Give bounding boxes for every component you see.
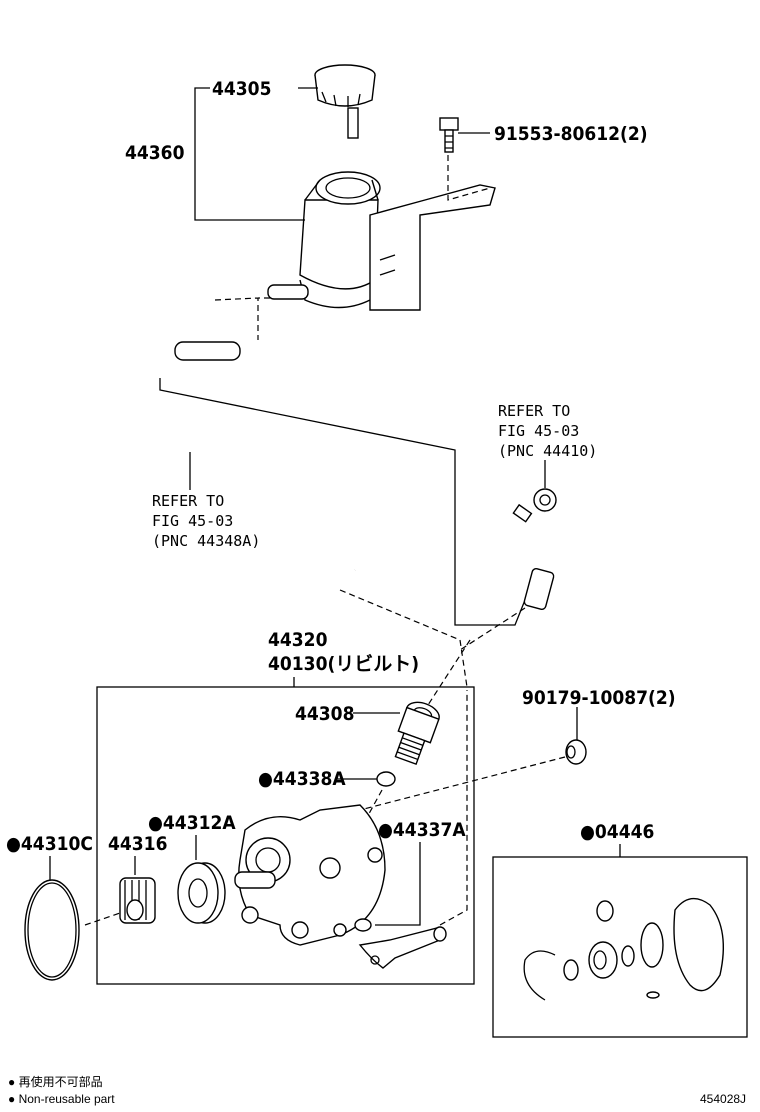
refer-hose-line3: (PNC 44348A) — [152, 532, 260, 550]
part-label-44305[interactable]: 44305 — [212, 78, 271, 100]
refer-pressure-line1: REFER TO — [498, 402, 570, 420]
reservoir-cap-part[interactable] — [314, 64, 376, 139]
legend-jp: ● 再使用不可部品 — [8, 1074, 103, 1089]
pump-body-part[interactable] — [234, 804, 386, 946]
oring-large-part[interactable] — [24, 879, 80, 981]
refer-hose-line2[interactable]: FIG 45-03 — [152, 512, 233, 530]
bearing-part[interactable] — [177, 862, 226, 924]
part-label-91553[interactable]: 91553-80612(2) — [494, 123, 648, 145]
gasket-kit-box — [492, 856, 748, 1038]
bolt-part[interactable] — [439, 117, 459, 153]
hose-outline — [159, 378, 526, 626]
leader-line — [375, 842, 421, 926]
return-hose-part[interactable] — [128, 292, 379, 573]
leader-bracket — [194, 87, 305, 221]
pressure-pipe-part[interactable] — [512, 488, 558, 611]
refer-pressure-line3: (PNC 44410) — [498, 442, 597, 460]
part-label-04446[interactable]: ●04446 — [580, 821, 654, 843]
part-label-44337A[interactable]: ●44337A — [378, 819, 466, 841]
part-label-44360[interactable]: 44360 — [125, 142, 185, 164]
legend-en: ● Non-reusable part — [8, 1092, 115, 1106]
oring-small-part[interactable] — [376, 771, 396, 787]
part-label-44312A[interactable]: ●44312A — [148, 812, 236, 834]
bolt-pump-part[interactable] — [565, 739, 587, 765]
part-label-44308[interactable]: 44308 — [295, 703, 354, 725]
refer-pressure-line2[interactable]: FIG 45-03 — [498, 422, 579, 440]
part-label-44316[interactable]: 44316 — [108, 833, 167, 855]
pump-assembly-box — [96, 686, 475, 985]
suction-port-part[interactable] — [358, 926, 447, 969]
part-label-44310C[interactable]: ●44310C — [6, 833, 93, 855]
figure-id: 454028J — [700, 1092, 746, 1106]
part-label-90179[interactable]: 90179-10087(2) — [522, 687, 676, 709]
part-label-40130[interactable]: 40130(リビルト) — [268, 653, 419, 675]
part-label-44338A[interactable]: ●44338A — [258, 768, 346, 790]
refer-hose-line1: REFER TO — [152, 492, 224, 510]
union-fitting-part[interactable] — [390, 698, 442, 766]
part-label-44320[interactable]: 44320 — [268, 629, 328, 651]
reservoir-tank-part[interactable] — [267, 171, 496, 311]
gasket-kit-parts[interactable] — [523, 897, 725, 1001]
spline-hub-part[interactable] — [119, 877, 156, 924]
